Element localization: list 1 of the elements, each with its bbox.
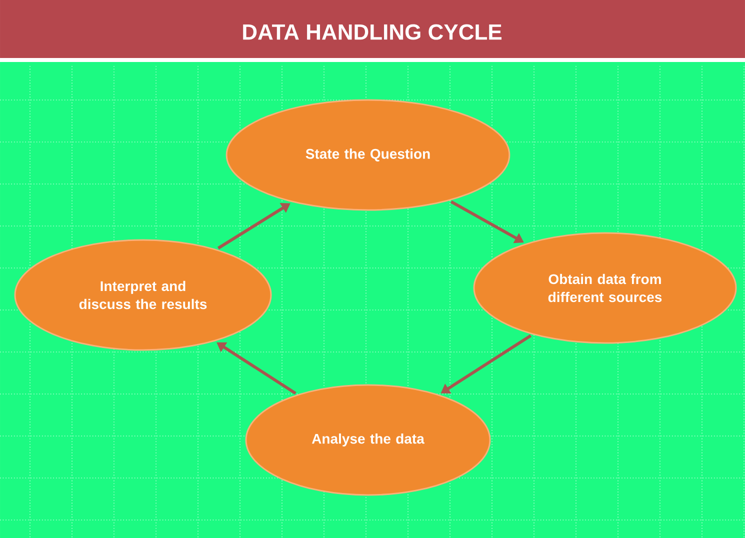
title-bar: DATA HANDLING CYCLE bbox=[0, 0, 745, 58]
